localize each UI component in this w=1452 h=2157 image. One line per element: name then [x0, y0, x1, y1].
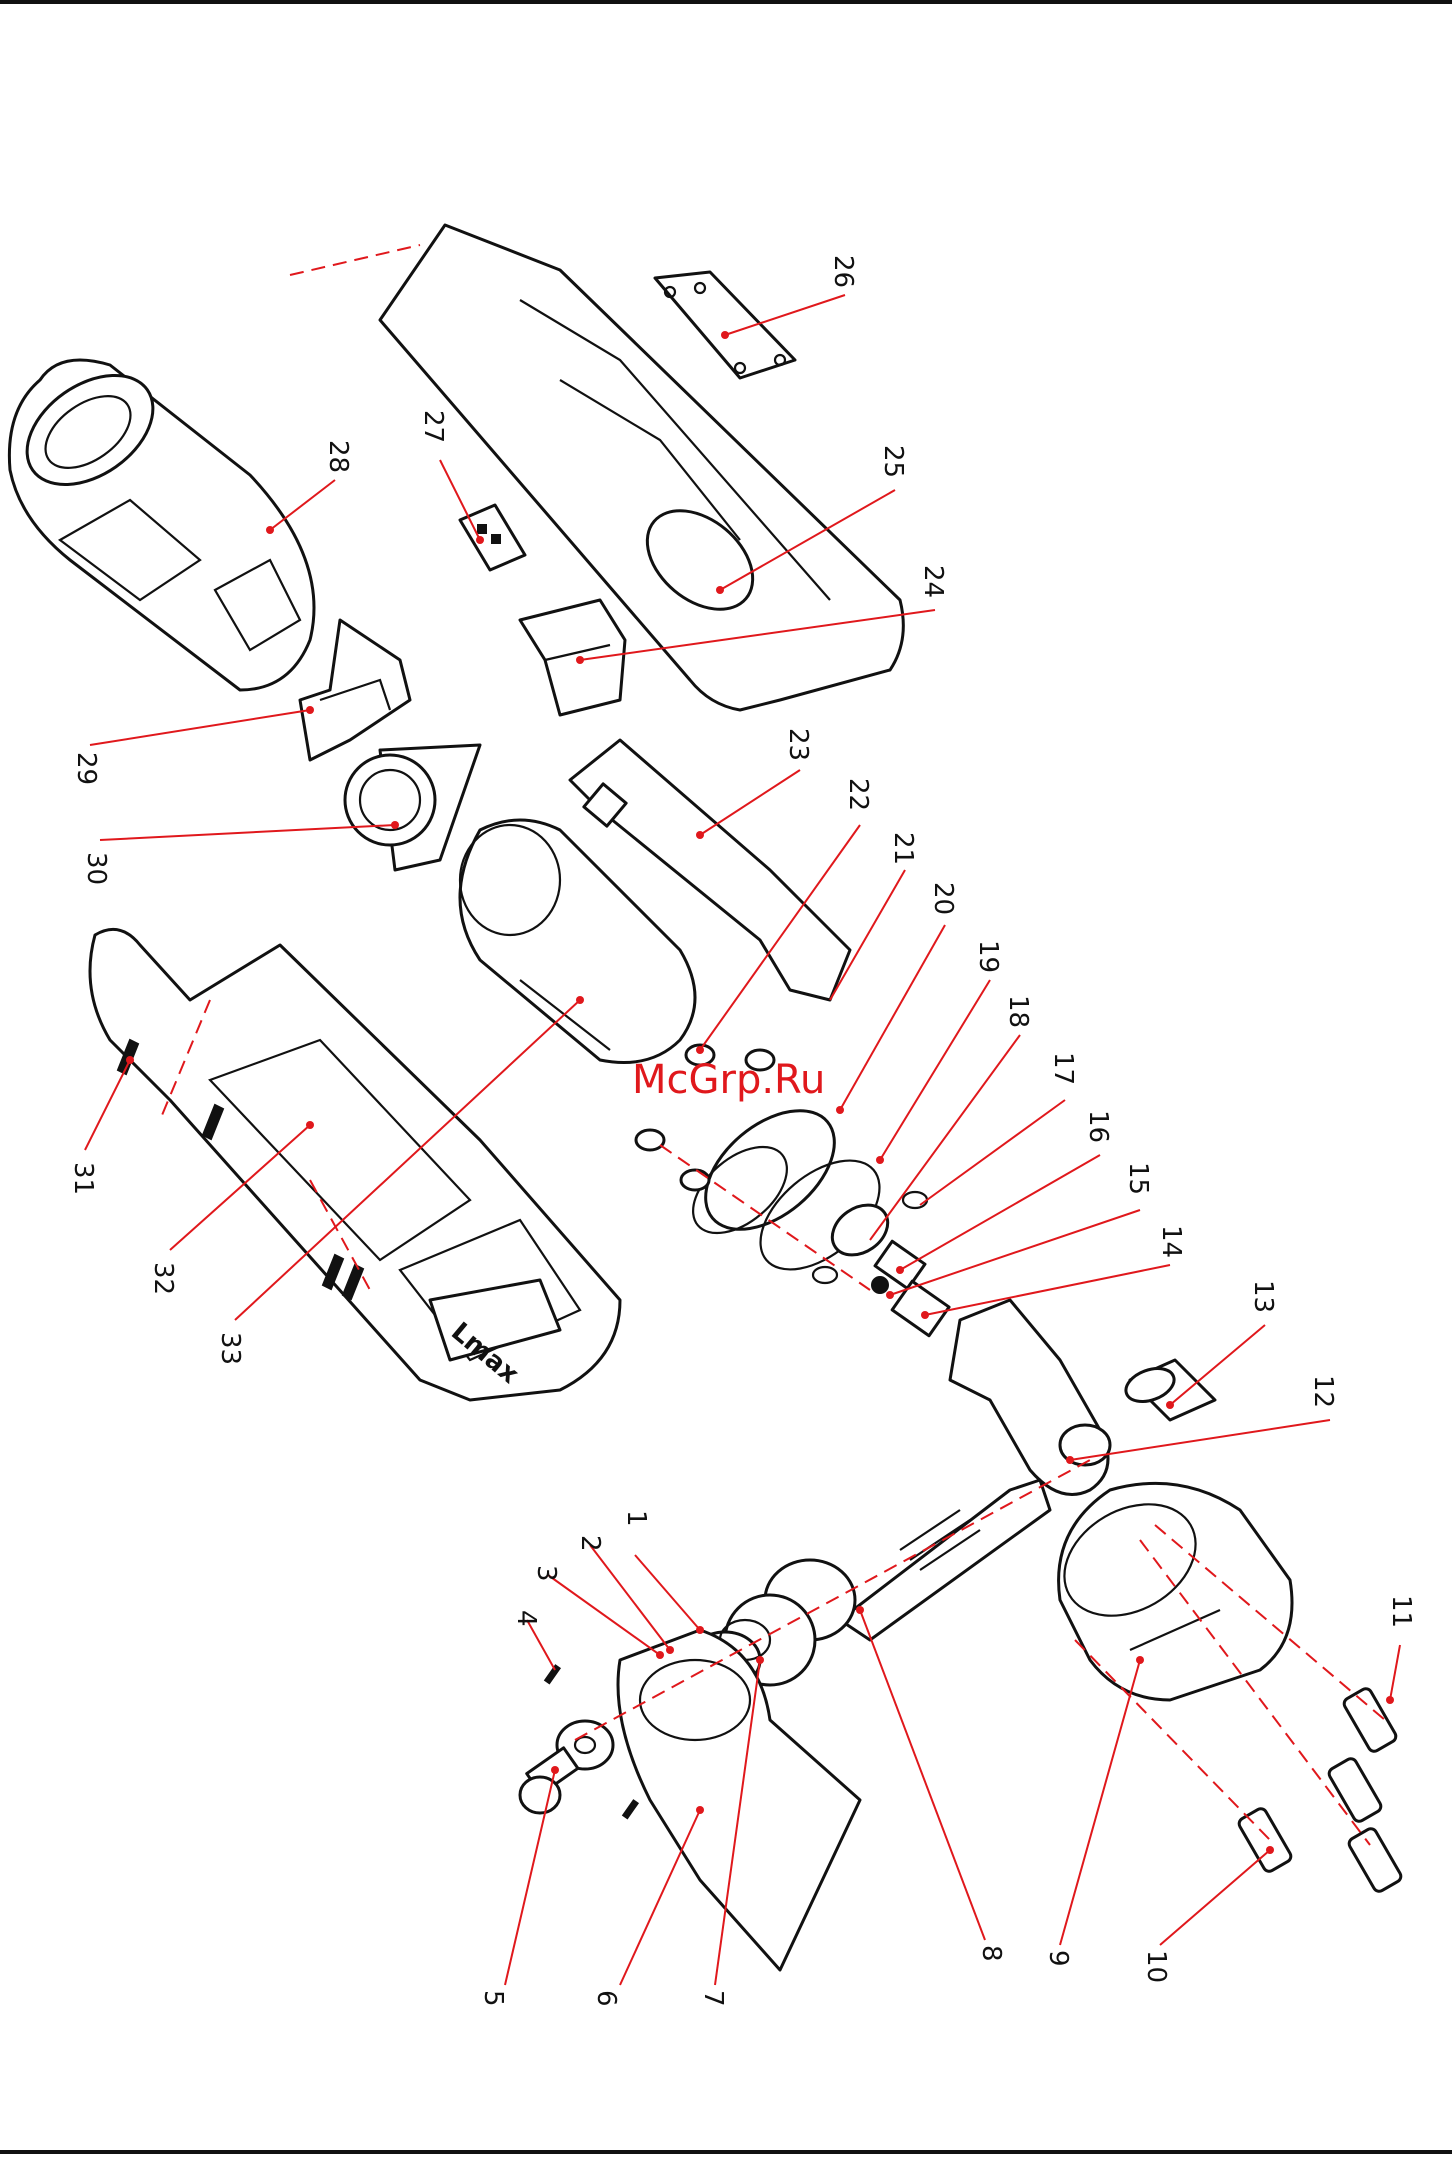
- part-blade: [618, 1630, 860, 1970]
- label-15: 15: [1123, 1162, 1153, 1195]
- label-26: 26: [828, 255, 858, 288]
- part-small-board: [460, 505, 525, 570]
- part-contact-clip: [300, 620, 410, 760]
- part-head-screws: [1237, 1687, 1403, 1894]
- label-27: 27: [418, 410, 448, 443]
- label-32: 32: [148, 1262, 178, 1295]
- label-9: 9: [1043, 1950, 1073, 1967]
- label-1: 1: [621, 1510, 651, 1527]
- label-10: 10: [1141, 1950, 1171, 1983]
- part-gear-plate: [677, 1087, 899, 1290]
- label-22: 22: [843, 778, 873, 811]
- label-6: 6: [591, 1990, 621, 2007]
- label-8: 8: [976, 1945, 1006, 1962]
- part-head-housing: [1044, 1482, 1292, 1700]
- part-cover-plate: [655, 272, 795, 378]
- label-31: 31: [68, 1162, 98, 1195]
- part-fork-lever: [950, 1300, 1110, 1495]
- part-clamp-bolt: [520, 1721, 613, 1813]
- label-28: 28: [323, 440, 353, 473]
- label-2: 2: [575, 1535, 605, 1552]
- part-housing-right: [380, 225, 903, 710]
- label-7: 7: [698, 1990, 728, 2007]
- label-24: 24: [918, 565, 948, 598]
- part-switch-module: [345, 745, 480, 870]
- label-11: 11: [1386, 1595, 1416, 1628]
- label-20: 20: [928, 882, 958, 915]
- label-21: 21: [888, 832, 918, 865]
- part-battery-pack: [7, 353, 314, 690]
- part-terminal-block: [520, 600, 625, 715]
- label-16: 16: [1083, 1110, 1113, 1143]
- label-25: 25: [878, 445, 908, 478]
- label-33: 33: [215, 1332, 245, 1365]
- watermark: McGrp.Ru: [632, 1057, 825, 1103]
- part-bearing-sleeve: [1121, 1360, 1215, 1420]
- label-23: 23: [783, 728, 813, 761]
- label-3: 3: [531, 1565, 561, 1582]
- label-29: 29: [71, 752, 101, 785]
- part-spindle: [725, 1480, 1050, 1685]
- label-17: 17: [1048, 1052, 1078, 1085]
- label-18: 18: [1003, 995, 1033, 1028]
- label-4: 4: [511, 1610, 541, 1627]
- label-19: 19: [973, 940, 1003, 973]
- label-13: 13: [1248, 1280, 1278, 1313]
- label-30: 30: [81, 852, 111, 885]
- label-12: 12: [1308, 1375, 1338, 1408]
- label-5: 5: [478, 1990, 508, 2007]
- label-14: 14: [1156, 1225, 1186, 1258]
